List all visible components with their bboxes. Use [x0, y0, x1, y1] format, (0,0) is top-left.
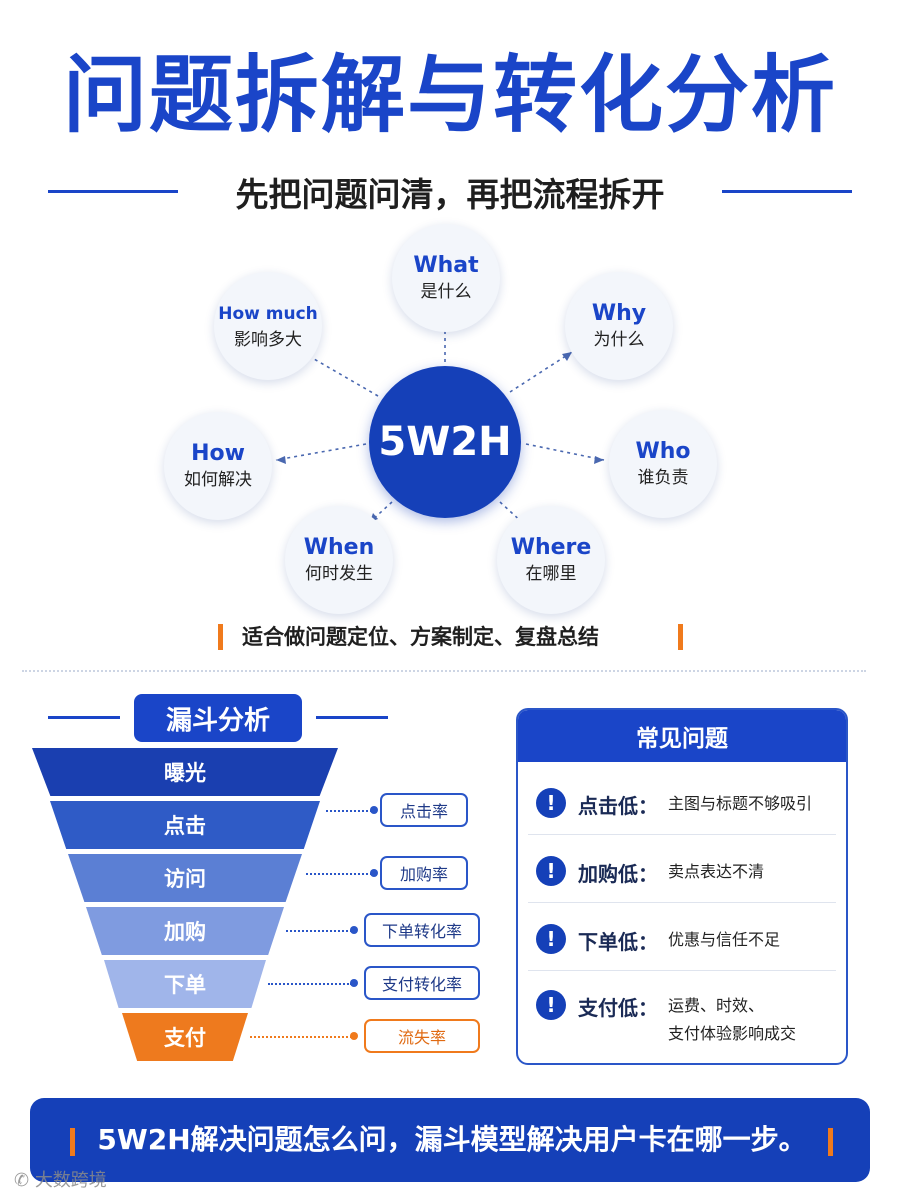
rate-connector: [268, 983, 352, 985]
w2h-note: 适合做问题定位、方案制定、复盘总结: [242, 625, 599, 649]
subtitle: 先把问题问清，再把流程拆开: [235, 175, 665, 214]
w2h-node-en: What: [413, 253, 479, 278]
problem-desc: 优惠与信任不足: [668, 930, 781, 949]
rate-connector: [286, 930, 352, 932]
problem-key: 点击低：: [578, 794, 658, 818]
rate-dot: [350, 979, 358, 987]
w2h-node-where: Where 在哪里: [497, 506, 605, 614]
funnel-title: 漏斗分析: [134, 694, 302, 742]
w2h-node-zh: 谁负责: [637, 468, 689, 488]
rate-connector: [326, 810, 372, 812]
banner-bar-right: [828, 1128, 833, 1156]
w2h-node-who: Who 谁负责: [609, 410, 717, 518]
problems-panel: 常见问题 ! 点击低： 主图与标题不够吸引 ! 加购低： 卖点表达不清 ! 下单…: [516, 708, 848, 1065]
funnel-stage-order: 下单: [104, 960, 266, 1008]
w2h-node-zh: 如何解决: [184, 470, 252, 490]
w2h-node-zh: 何时发生: [305, 564, 373, 584]
problem-separator: [528, 834, 836, 835]
funnel-rule-right: [316, 716, 388, 719]
subtitle-rule-left: [48, 190, 178, 193]
w2h-node-en: How: [191, 441, 245, 466]
bottom-banner: [30, 1098, 870, 1182]
w2h-node-en: How much: [218, 304, 318, 324]
page-title: 问题拆解与转化分析: [62, 46, 837, 144]
rate-dot: [370, 869, 378, 877]
rate-dot: [370, 806, 378, 814]
problem-desc: 运费、时效、: [668, 996, 765, 1015]
w2h-node-zh: 为什么: [593, 330, 645, 350]
w2h-node-zh: 影响多大: [234, 330, 302, 350]
w2h-node-en: When: [303, 535, 375, 560]
funnel-rule-left: [48, 716, 120, 719]
w2h-node-how-much: How much 影响多大: [214, 272, 322, 380]
subtitle-rule-right: [722, 190, 852, 193]
w2h-node-zh: 在哪里: [525, 564, 577, 584]
note-bar-right: [678, 624, 683, 650]
rate-dot: [350, 926, 358, 934]
problems-title: 常见问题: [518, 710, 846, 762]
watermark-text: 大数跨境: [34, 1170, 107, 1191]
section-divider: [22, 670, 866, 672]
problem-key: 下单低：: [578, 930, 658, 954]
problem-key: 加购低：: [578, 862, 658, 886]
funnel-stage-click: 点击: [50, 801, 320, 849]
w2h-node-en: Who: [635, 439, 691, 464]
watermark: ✆ 大数跨境: [14, 1166, 107, 1192]
warning-icon: !: [536, 788, 566, 818]
warning-icon: !: [536, 990, 566, 1020]
w2h-node-how: How 如何解决: [164, 412, 272, 520]
funnel-stage-pay: 支付: [122, 1013, 248, 1061]
w2h-center: 5W2H: [369, 366, 521, 518]
rate-click: 点击率: [380, 793, 468, 827]
problem-separator: [528, 902, 836, 903]
rate-pay: 支付转化率: [364, 966, 480, 1000]
problem-desc: 卖点表达不清: [668, 862, 765, 881]
problem-key: 支付低：: [578, 996, 658, 1020]
problem-row: ! 加购低： 卖点表达不清: [518, 850, 846, 890]
rate-connector: [250, 1036, 352, 1038]
rate-connector: [306, 873, 372, 875]
w2h-node-why: Why 为什么: [565, 272, 673, 380]
warning-icon: !: [536, 924, 566, 954]
funnel-stage-visit: 访问: [68, 854, 302, 902]
problem-row: ! 下单低： 优惠与信任不足: [518, 918, 846, 958]
rate-order: 下单转化率: [364, 913, 480, 947]
problem-desc-line2: 支付体验影响成交: [668, 1024, 797, 1043]
problem-separator: [528, 970, 836, 971]
w2h-node-en: Why: [591, 301, 647, 326]
problem-row: ! 支付低： 运费、时效、 支付体验影响成交: [518, 984, 846, 1048]
w2h-node-en: Where: [510, 535, 592, 560]
problem-desc: 主图与标题不够吸引: [668, 794, 813, 813]
rate-churn: 流失率: [364, 1019, 480, 1053]
funnel-stage-exposure: 曝光: [32, 748, 338, 796]
bottom-summary: 5W2H解决问题怎么问，漏斗模型解决用户卡在哪一步。: [97, 1123, 807, 1156]
w2h-node-zh: 是什么: [420, 282, 472, 302]
warning-icon: !: [536, 856, 566, 886]
note-bar-left: [218, 624, 223, 650]
watermark-icon: ✆: [14, 1170, 35, 1191]
banner-bar-left: [70, 1128, 75, 1156]
funnel-stage-add-cart: 加购: [86, 907, 284, 955]
rate-add-cart: 加购率: [380, 856, 468, 890]
rate-dot: [350, 1032, 358, 1040]
w2h-node-when: When 何时发生: [285, 506, 393, 614]
w2h-node-what: What 是什么: [392, 224, 500, 332]
problem-row: ! 点击低： 主图与标题不够吸引: [518, 782, 846, 822]
